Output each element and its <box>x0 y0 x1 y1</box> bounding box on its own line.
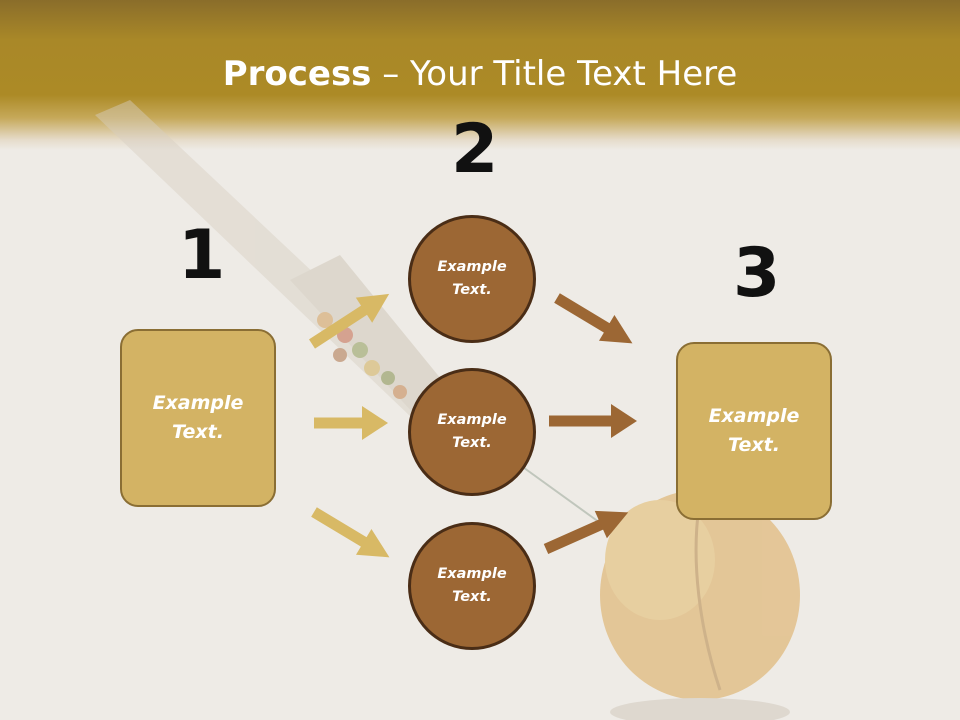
arrow-left-down <box>311 507 390 558</box>
arrow-right-up <box>543 510 629 555</box>
syringe-illustration <box>95 100 611 531</box>
step-1-box-text: Example Text. <box>152 392 244 443</box>
step-2-circle-top: Example Text. <box>408 215 536 343</box>
circle-top-text: Example Text. <box>437 259 507 298</box>
step-number-1: 1 <box>178 216 226 295</box>
peach-illustration <box>600 490 800 720</box>
header-band <box>0 0 960 150</box>
arrow-left-up <box>309 293 390 349</box>
arrow-left-middle <box>314 406 388 440</box>
arrow-right-down <box>554 293 633 344</box>
step-number-3: 3 <box>733 234 781 313</box>
step-2-circle-bottom: Example Text. <box>408 522 536 650</box>
title-bold: Process <box>222 54 372 94</box>
title-rest: – Your Title Text Here <box>371 54 738 94</box>
circle-middle-text: Example Text. <box>437 412 507 451</box>
circle-bottom-text: Example Text. <box>437 566 507 605</box>
slide-title: Process – Your Title Text Here <box>0 52 960 96</box>
step-3-box: Example Text. <box>676 342 832 520</box>
step-2-circle-middle: Example Text. <box>408 368 536 496</box>
step-3-box-text: Example Text. <box>708 405 800 456</box>
step-1-box: Example Text. <box>120 329 276 507</box>
step-number-2: 2 <box>451 110 499 189</box>
arrow-right-middle <box>549 404 637 438</box>
